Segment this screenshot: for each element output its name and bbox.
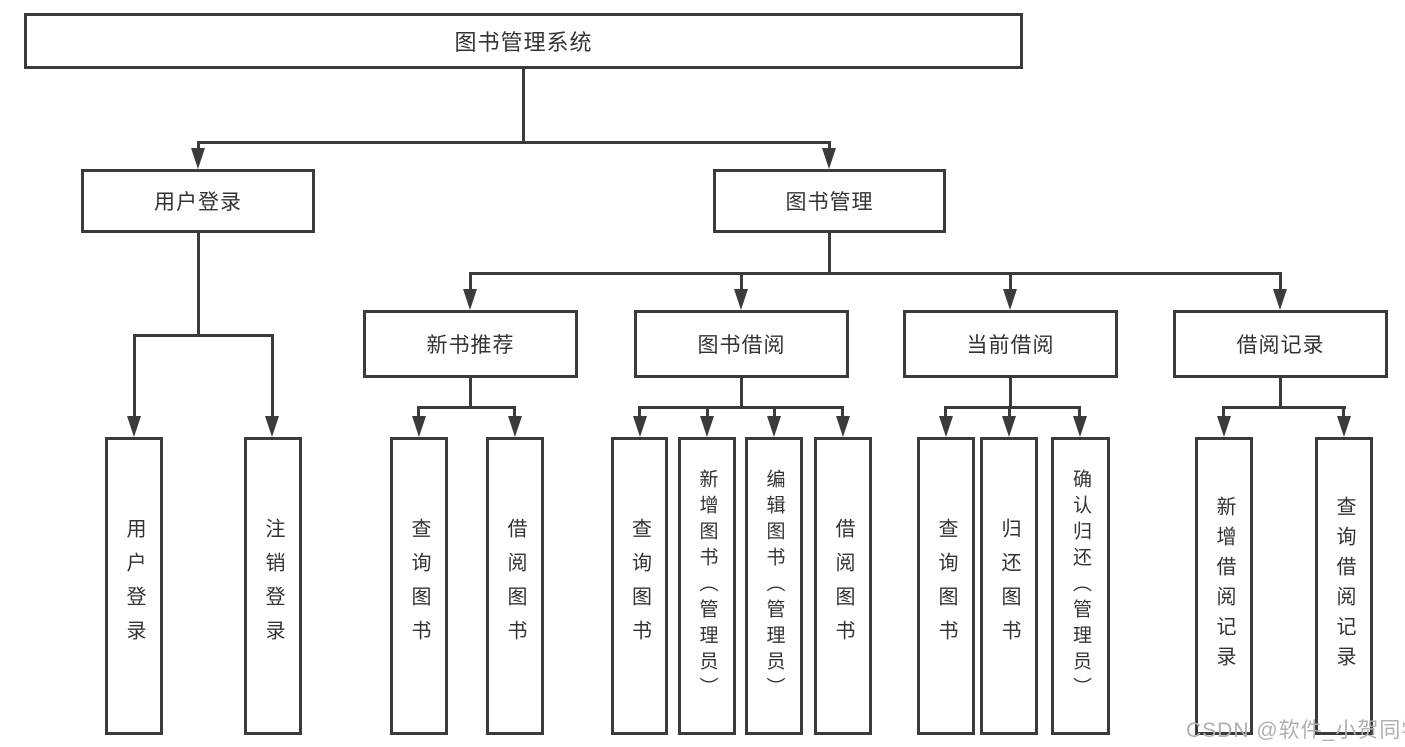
connector-line — [197, 233, 200, 336]
connector-line — [1009, 275, 1012, 293]
connector-line — [469, 378, 472, 408]
node-label: 图书管理 — [785, 191, 874, 214]
arrowhead-icon — [767, 416, 781, 437]
leaf-logout: 注销登录 — [244, 437, 302, 735]
connector-line — [1009, 378, 1012, 408]
leaf-query-books-current: 查询图书 — [917, 437, 975, 735]
leaf-add-books-admin: 新增图书（管理员） — [678, 437, 736, 735]
leaf-add-borrow-record: 新增借阅记录 — [1195, 437, 1253, 735]
arrowhead-icon — [1003, 289, 1017, 310]
node-current-borrowing: 当前借阅 — [903, 310, 1118, 378]
connector-line — [828, 233, 831, 274]
leaf-label: 查询图书 — [408, 518, 430, 654]
arrowhead-icon — [191, 148, 205, 169]
connector-line — [638, 406, 844, 409]
node-user-login: 用户登录 — [81, 169, 315, 233]
connector-line — [417, 409, 420, 419]
arrowhead-icon — [836, 416, 850, 437]
connector-line — [1078, 409, 1081, 419]
leaf-label: 借阅图书 — [832, 518, 854, 654]
connector-line — [197, 141, 831, 144]
leaf-return-books: 归还图书 — [980, 437, 1038, 735]
connector-line — [1222, 409, 1225, 419]
node-label: 新书推荐 — [426, 334, 515, 357]
leaf-query-books-borrow: 查询图书 — [611, 437, 668, 735]
csdn-watermark: CSDN @软件_小贺同学 — [1186, 719, 1405, 742]
leaf-label: 归还图书 — [998, 518, 1020, 654]
connector-line — [133, 337, 136, 419]
arrowhead-icon — [633, 416, 647, 437]
connector-line — [1222, 406, 1346, 409]
leaf-query-borrow-record: 查询借阅记录 — [1315, 437, 1373, 735]
arrowhead-icon — [1217, 416, 1231, 437]
connector-line — [740, 378, 743, 408]
leaf-label: 查询图书 — [935, 518, 957, 654]
leaf-label: 借阅图书 — [504, 518, 526, 654]
arrowhead-icon — [127, 416, 141, 437]
arrowhead-icon — [463, 289, 477, 310]
connector-line — [133, 334, 274, 337]
arrowhead-icon — [939, 416, 953, 437]
connector-line — [469, 275, 472, 293]
node-borrowing-records: 借阅记录 — [1173, 310, 1388, 378]
connector-line — [1342, 409, 1345, 419]
arrowhead-icon — [412, 416, 426, 437]
node-new-book-recommendation: 新书推荐 — [363, 310, 578, 378]
leaf-label: 查询图书 — [628, 518, 651, 654]
leaf-label: 新增借阅记录 — [1213, 496, 1235, 676]
node-label: 图书借阅 — [697, 334, 786, 357]
leaf-borrow-books: 借阅图书 — [814, 437, 872, 735]
leaf-borrow-books-rec: 借阅图书 — [486, 437, 544, 735]
node-label: 当前借阅 — [966, 334, 1055, 357]
connector-line — [271, 337, 274, 419]
leaf-label: 注销登录 — [262, 518, 284, 654]
node-label: 借阅记录 — [1236, 334, 1325, 357]
arrowhead-icon — [1337, 416, 1351, 437]
arrowhead-icon — [508, 416, 522, 437]
leaf-label: 查询借阅记录 — [1333, 496, 1355, 676]
node-library-management-system: 图书管理系统 — [24, 13, 1023, 69]
connector-line — [944, 406, 1081, 409]
arrowhead-icon — [265, 416, 279, 437]
connector-line — [740, 275, 743, 293]
leaf-label: 确认归还（管理员） — [1070, 469, 1091, 703]
connector-line — [706, 409, 709, 419]
leaf-label: 编辑图书（管理员） — [763, 469, 785, 703]
connector-line — [469, 272, 1282, 275]
leaf-confirm-return-admin: 确认归还（管理员） — [1051, 437, 1110, 735]
connector-line — [417, 406, 516, 409]
node-book-borrowing: 图书借阅 — [634, 310, 849, 378]
node-label: 用户登录 — [154, 191, 242, 214]
arrowhead-icon — [1073, 416, 1087, 437]
connector-line — [1008, 409, 1011, 419]
connector-line — [1279, 275, 1282, 293]
arrowhead-icon — [734, 289, 748, 310]
arrowhead-icon — [1273, 289, 1287, 310]
node-label: 图书管理系统 — [454, 30, 593, 55]
connector-line — [841, 409, 844, 419]
connector-line — [522, 66, 525, 143]
connector-line — [944, 409, 947, 419]
leaf-edit-books-admin: 编辑图书（管理员） — [745, 437, 803, 735]
leaf-query-books-rec: 查询图书 — [390, 437, 448, 735]
connector-line — [1279, 378, 1282, 408]
connector-line — [773, 409, 776, 419]
arrowhead-icon — [822, 148, 836, 169]
leaf-label: 新增图书（管理员） — [696, 469, 718, 703]
node-book-management: 图书管理 — [713, 169, 946, 233]
connector-line — [638, 409, 641, 419]
leaf-user-login: 用户登录 — [105, 437, 163, 735]
leaf-label: 用户登录 — [123, 518, 145, 654]
connector-line — [513, 409, 516, 419]
arrowhead-icon — [1002, 416, 1016, 437]
arrowhead-icon — [700, 416, 714, 437]
